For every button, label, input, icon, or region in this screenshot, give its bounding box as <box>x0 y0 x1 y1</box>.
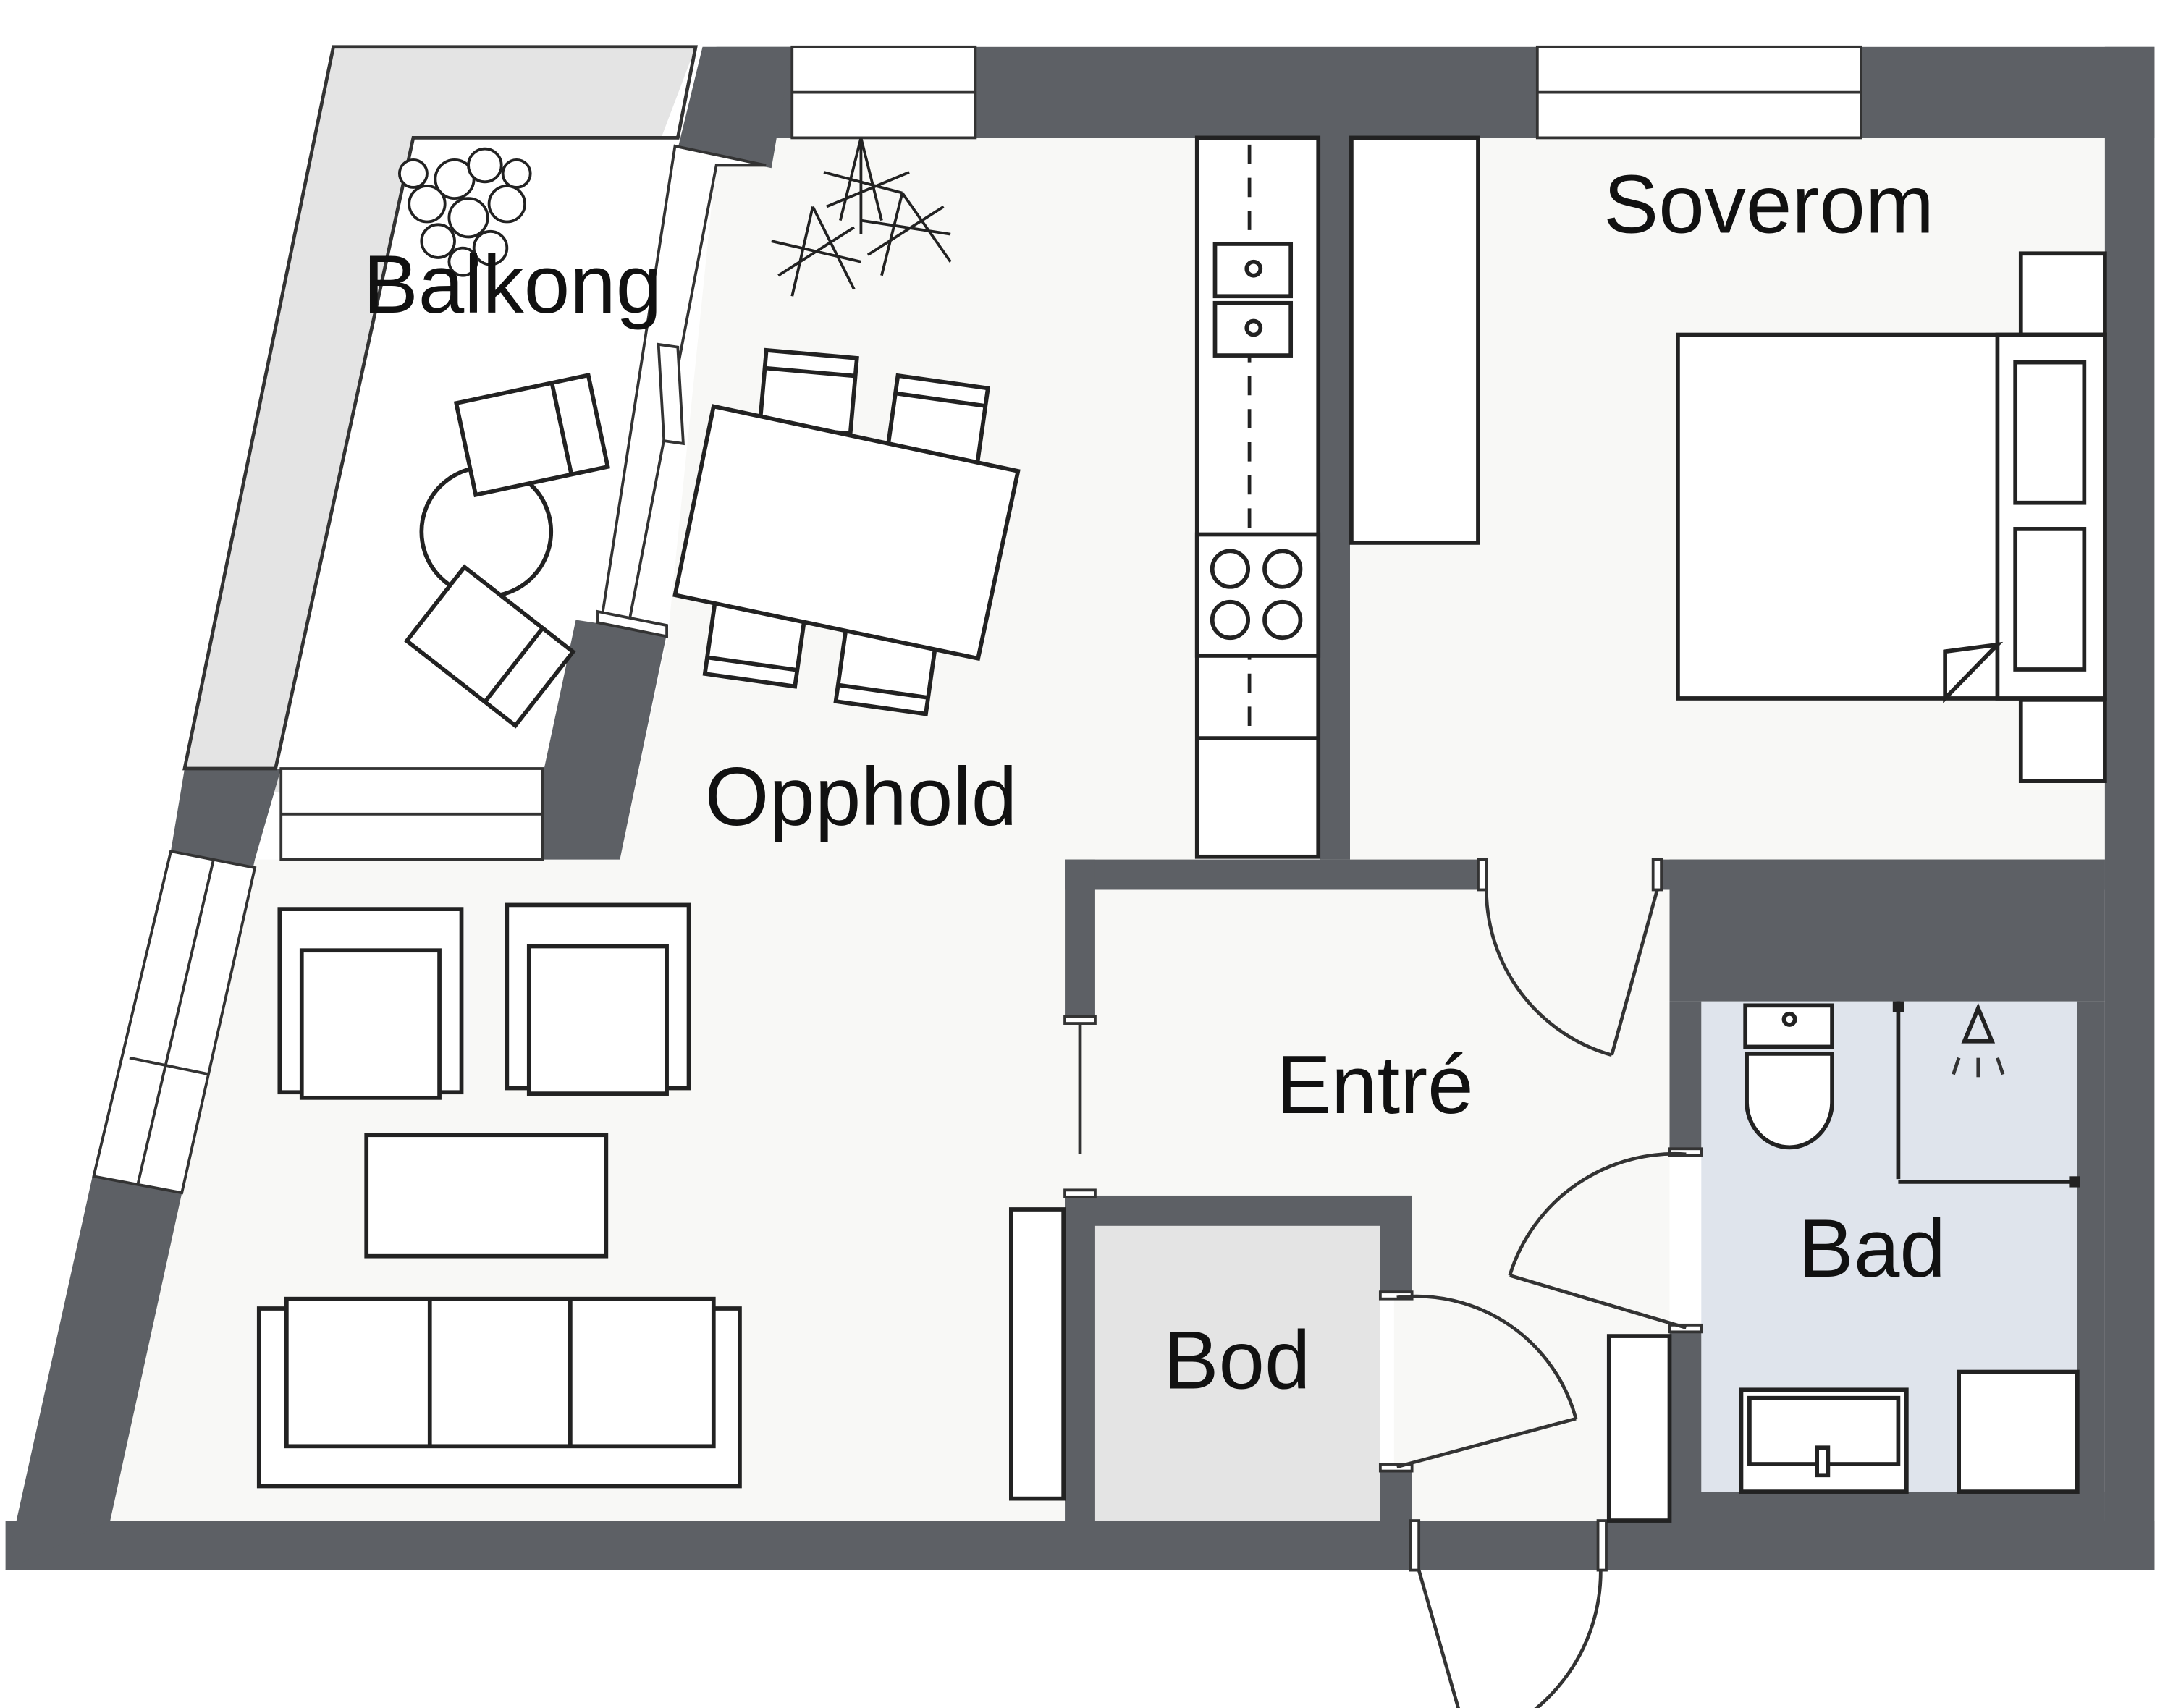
wall-storage-right-bottom <box>1380 1466 1412 1521</box>
bedroom-furniture <box>1349 135 2107 783</box>
sink <box>1212 242 1294 358</box>
armchair-right <box>505 902 691 1096</box>
living-opening <box>1063 1015 1097 1198</box>
wall-storage-right-top <box>1380 1195 1412 1295</box>
window-left <box>92 849 257 1195</box>
entrance-door <box>1409 1519 1608 1708</box>
nightstand-top <box>2018 251 2107 337</box>
wall-bathroom-block <box>1669 859 2105 1002</box>
balcony-chair-bottom <box>403 564 576 729</box>
wall-bathroom-right <box>2077 1001 2105 1521</box>
wall-right <box>2104 46 2155 1570</box>
wall-balcony-top <box>678 46 793 169</box>
stove <box>1194 532 1321 658</box>
balcony-plant <box>397 147 532 277</box>
storage-door <box>1378 1290 1578 1473</box>
sofa <box>256 1296 742 1489</box>
balcony-door <box>596 144 767 638</box>
window-top-bedroom <box>1535 45 1862 140</box>
room-label-bad: Bad <box>1799 1203 1946 1295</box>
doors <box>1063 858 1703 1708</box>
bed <box>1676 332 2107 703</box>
entry-cabinet <box>1008 1207 1066 1501</box>
windows <box>92 45 1862 1195</box>
room-label-balkong: Balkong <box>363 239 662 331</box>
room-label-entre: Entré <box>1276 1039 1474 1131</box>
room-label-opphold: Opphold <box>705 751 1018 843</box>
bedroom-door <box>1477 858 1663 1057</box>
indoor-plant <box>771 137 952 297</box>
entry-shelf-right <box>1606 1334 1672 1523</box>
coffee-table <box>364 1133 609 1259</box>
shower <box>1892 1001 2080 1188</box>
dining-chair-4 <box>833 627 938 716</box>
bathroom-door <box>1508 1147 1703 1334</box>
wall-bottom <box>5 1521 2155 1570</box>
bathroom-fixtures <box>1739 1001 2080 1494</box>
window-balcony <box>279 767 544 861</box>
dining-table <box>672 404 1021 661</box>
balcony-outline <box>182 45 698 771</box>
washing-machine <box>1957 1369 2080 1494</box>
room-label-soverom: Soverom <box>1603 159 1934 251</box>
balcony-floor <box>185 46 696 860</box>
washbasin <box>1739 1387 1909 1494</box>
balcony-furniture <box>397 147 610 729</box>
wall-bathroom-left <box>1669 1001 1702 1153</box>
wall-storage-top <box>1065 1195 1412 1226</box>
balcony-chair-top <box>453 372 610 498</box>
dining-set <box>672 347 1021 716</box>
kitchen <box>1194 135 1321 859</box>
room-labels: Balkong Opphold Soverom Entré Bod Bad <box>363 159 1946 1407</box>
wall-bathroom-bottom <box>1669 1492 2105 1521</box>
toilet <box>1743 1003 1834 1150</box>
wall-entry-left <box>1065 859 1095 1018</box>
storage-floor <box>1094 1225 1380 1521</box>
walls <box>5 46 2155 1570</box>
nightstand-bottom <box>2018 698 2107 783</box>
wall-kitchen-bedroom <box>1320 138 1350 860</box>
wardrobe <box>1349 135 1480 545</box>
main-floor <box>110 138 2105 1543</box>
dining-chair-3 <box>702 600 808 689</box>
armchair-left <box>277 907 464 1100</box>
wall-bathroom-left-lower <box>1669 1329 1702 1521</box>
window-top-living <box>790 45 977 140</box>
room-label-bod: Bod <box>1163 1314 1310 1406</box>
wall-balcony-pier <box>544 620 667 860</box>
wall-storage-left <box>1065 1195 1095 1521</box>
wall-bedroom-bottom <box>1065 859 1478 890</box>
